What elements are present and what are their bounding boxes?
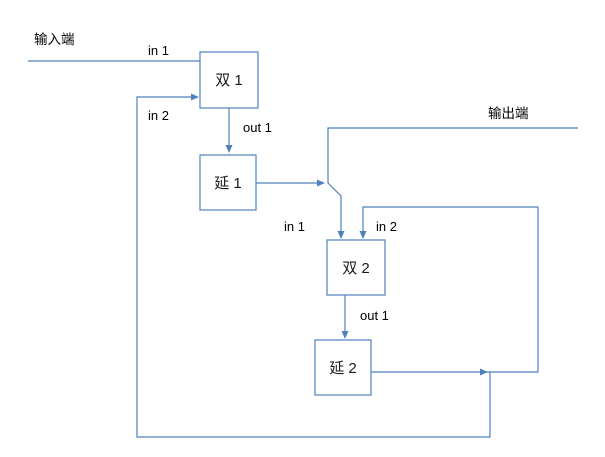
arrowhead-down-icon <box>225 145 233 153</box>
output-terminal-label: 输出端 <box>488 106 529 121</box>
port-label-block3-in1: in 1 <box>284 219 305 234</box>
connector-block1-out1 <box>225 108 233 153</box>
port-label-block3-in2: in 2 <box>376 219 397 234</box>
connector-block2-output <box>256 179 325 187</box>
connector-block3-in1 <box>327 182 345 239</box>
block-shuang-1-label: 双 1 <box>215 72 243 89</box>
connector-feedback-in2-block3 <box>359 206 539 376</box>
block-yan-2: 延 2 <box>314 339 372 396</box>
block-yan-2-label: 延 2 <box>329 360 357 377</box>
port-label-block1-in1: in 1 <box>148 43 169 58</box>
port-label-block1-in2: in 2 <box>148 108 169 123</box>
block-yan-1: 延 1 <box>199 154 257 211</box>
block-shuang-2-label: 双 2 <box>342 260 370 277</box>
arrowhead-down-icon <box>337 231 345 239</box>
connector-feedback-in2-block1 <box>136 93 491 438</box>
input-terminal-label: 输入端 <box>34 32 75 47</box>
connector-block3-out1 <box>341 295 349 339</box>
arrowhead-right-icon <box>480 368 488 376</box>
port-label-block1-out1: out 1 <box>243 120 272 135</box>
arrowhead-down-icon <box>341 331 349 339</box>
arrowhead-down-icon <box>359 231 367 239</box>
block-shuang-1: 双 1 <box>199 51 259 109</box>
port-label-block3-out1: out 1 <box>360 308 389 323</box>
connector-output-branch <box>327 127 578 183</box>
block-yan-1-label: 延 1 <box>214 175 242 192</box>
arrowhead-right-icon <box>191 93 199 101</box>
arrowhead-right-icon <box>317 179 325 187</box>
block-shuang-2: 双 2 <box>326 239 386 296</box>
